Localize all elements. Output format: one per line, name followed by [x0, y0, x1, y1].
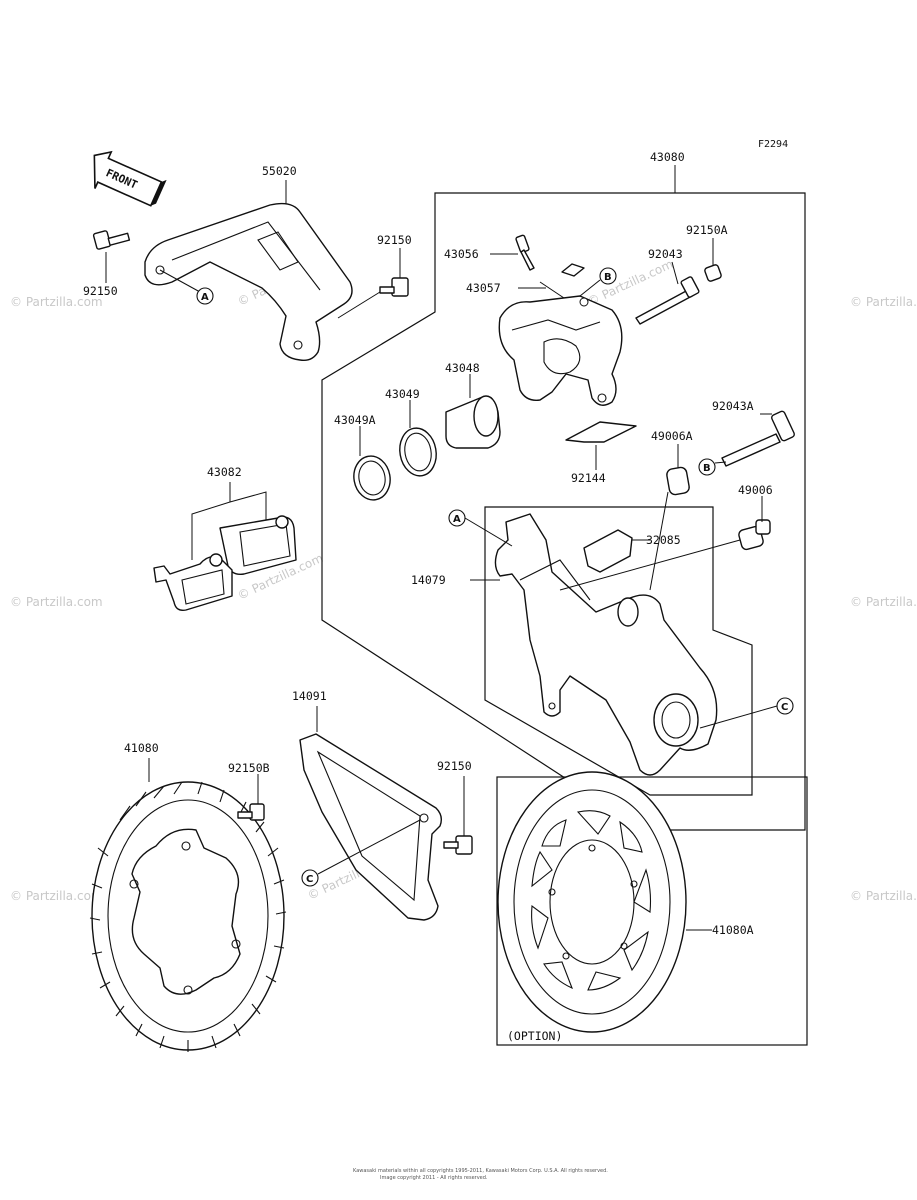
part-label-92150-left: 92150 — [83, 284, 118, 298]
callout-a-mid-letter: A — [453, 514, 461, 525]
part-label-49006a: 49006A — [651, 429, 693, 443]
part-label-41080a: 41080A — [712, 923, 754, 937]
bolt-92150b — [237, 803, 265, 821]
bolt-92150-left — [92, 230, 131, 250]
part-label-41080: 41080 — [124, 741, 159, 755]
caliper-holder-14079 — [494, 513, 718, 776]
brake-disc-41080 — [89, 781, 287, 1052]
brake-pad-front — [219, 515, 297, 576]
part-label-49006: 49006 — [738, 483, 773, 497]
watermark-right-2: © Partzilla.com — [850, 595, 917, 609]
callout-a-top-letter: A — [201, 292, 209, 303]
cap-43057 — [561, 263, 585, 277]
bleeder-valve-43056 — [515, 234, 535, 271]
caliper-body — [498, 295, 623, 406]
copyright-line-1: Kawasaki materials within all copyrights… — [353, 1168, 608, 1174]
pin-92043 — [635, 276, 700, 325]
boot-49006a — [666, 466, 690, 496]
watermark-left: © Partzilla.com — [10, 295, 103, 309]
option-label: (OPTION) — [507, 1029, 562, 1043]
watermark-center: © Partzilla.com — [585, 257, 675, 309]
part-label-92144: 92144 — [571, 471, 606, 485]
callout-b-mid-letter: B — [703, 463, 711, 474]
part-label-14091: 14091 — [292, 689, 327, 703]
part-label-43080: 43080 — [650, 150, 685, 164]
copyright-line-2: Image copyright 2011 - All rights reserv… — [380, 1175, 488, 1181]
callout-b-mid — [698, 458, 716, 476]
watermark-right: © Partzilla.com — [850, 295, 917, 309]
option-box — [496, 776, 808, 1046]
watermark-left-2: © Partzilla.com — [10, 595, 103, 609]
spring-92144 — [565, 421, 637, 443]
part-label-92150b: 92150B — [228, 761, 270, 775]
part-label-43049a: 43049A — [334, 413, 376, 427]
figure-code: F2294 — [758, 139, 788, 150]
disc-guard-14091 — [299, 733, 443, 921]
callout-b-top — [599, 267, 617, 285]
plug-92150a — [704, 264, 722, 282]
part-label-92150-mid: 92150 — [437, 759, 472, 773]
watermark-right-3: © Partzilla.com — [850, 889, 917, 903]
caliper-guard-55020 — [144, 202, 353, 362]
part-label-92043a: 92043A — [712, 399, 754, 413]
part-label-92043: 92043 — [648, 247, 683, 261]
part-label-92150-top: 92150 — [377, 233, 412, 247]
part-label-43082: 43082 — [207, 465, 242, 479]
watermark-left-3: © Partzilla.com — [10, 889, 103, 903]
part-label-92150a: 92150A — [686, 223, 728, 237]
callout-c-right-letter: C — [781, 702, 788, 713]
part-label-14079: 14079 — [411, 573, 446, 587]
bolt-92150-mid — [443, 835, 473, 855]
part-label-43049: 43049 — [385, 387, 420, 401]
piston-43048 — [445, 395, 501, 449]
callout-c-left-letter: C — [306, 874, 313, 885]
callout-b-top-letter: B — [604, 272, 612, 283]
bolt-92150-top — [379, 277, 409, 297]
callout-c-left — [301, 869, 319, 887]
part-label-43048: 43048 — [445, 361, 480, 375]
clip-32085 — [583, 529, 633, 573]
part-label-55020: 55020 — [262, 164, 297, 178]
brake-pad-rear — [153, 553, 233, 612]
caliper-assembly-outline — [321, 192, 806, 831]
caliper-holder-outline — [484, 506, 753, 796]
brake-disc-41080a — [497, 771, 687, 1033]
part-label-43056: 43056 — [444, 247, 479, 261]
callout-a-top — [196, 287, 214, 305]
part-label-32085: 32085 — [646, 533, 681, 547]
boot-49006 — [738, 519, 771, 551]
front-arrow-icon: FRONT — [93, 150, 167, 207]
pin-92043a — [721, 410, 795, 467]
part-label-43057: 43057 — [466, 281, 501, 295]
